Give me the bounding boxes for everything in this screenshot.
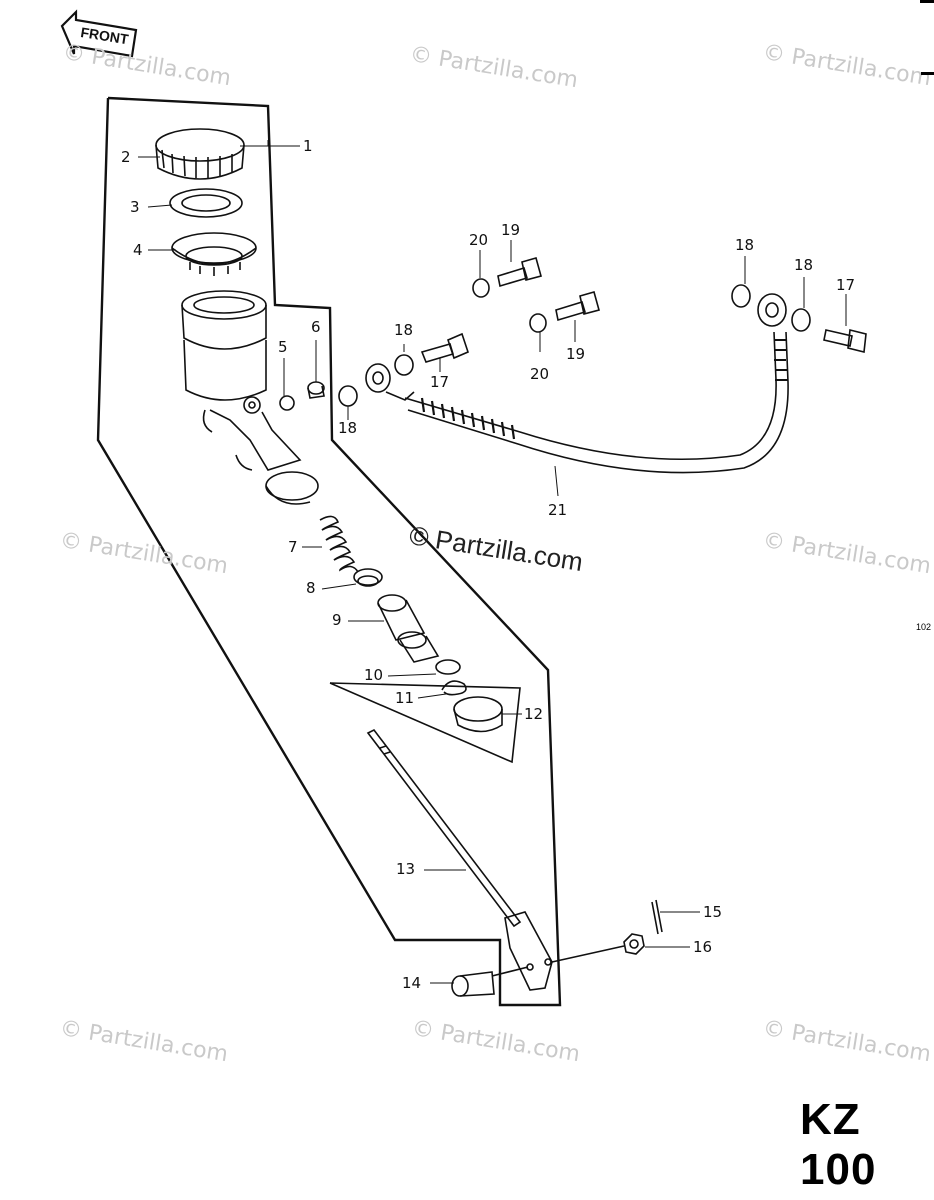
bolt-17-left — [420, 332, 469, 363]
callout-17-right: 17 — [836, 276, 856, 294]
edge-mark-second — [921, 72, 934, 75]
cylinder-body — [181, 290, 319, 505]
ring-10 — [435, 659, 461, 675]
callout-20-top: 20 — [469, 231, 489, 249]
callout-12: 12 — [524, 705, 544, 723]
washer-20-top — [472, 278, 490, 298]
callout-19-mid: 19 — [566, 345, 586, 363]
hose-21 — [404, 331, 789, 474]
bolt-19-mid — [555, 291, 600, 322]
callout-6: 6 — [311, 318, 321, 336]
side-code: 102 — [916, 622, 932, 632]
callout-1: 1 — [303, 137, 313, 155]
diaphragm-part — [171, 232, 257, 276]
pushrod-13 — [366, 728, 522, 928]
callout-5: 5 — [278, 338, 288, 356]
callout-14: 14 — [402, 974, 422, 992]
model-label: KZ 100 — [800, 1095, 877, 1194]
callout-17-left: 17 — [430, 373, 450, 391]
callout-10: 10 — [364, 666, 384, 684]
callout-4: 4 — [133, 241, 143, 259]
cap-part — [155, 128, 245, 180]
piston-9 — [377, 594, 440, 663]
edge-mark-top — [920, 0, 934, 3]
hose-banjo-left — [365, 363, 415, 401]
callout-18-mid: 18 — [394, 321, 414, 339]
washer-18-mid — [394, 354, 414, 376]
washer-20-mid — [529, 313, 547, 333]
hose-banjo-right — [757, 293, 787, 327]
callout-11: 11 — [395, 689, 415, 707]
washer-18-left — [338, 385, 358, 407]
spring-part — [319, 515, 359, 573]
callout-3: 3 — [130, 198, 140, 216]
callout-16: 16 — [693, 938, 713, 956]
plate-part — [169, 188, 243, 218]
cotter-15 — [651, 899, 663, 935]
callout-13: 13 — [396, 860, 416, 878]
callout-2: 2 — [121, 148, 131, 166]
bolt-17-right — [823, 329, 867, 353]
fitting-6 — [307, 381, 325, 399]
washer-5 — [279, 395, 295, 411]
callout-18-right-b: 18 — [794, 256, 814, 274]
pin-14 — [451, 971, 495, 997]
callout-19-top: 19 — [501, 221, 521, 239]
washer-18-right-a — [731, 284, 751, 308]
cup-8 — [353, 568, 383, 587]
callout-18-left: 18 — [338, 419, 358, 437]
callout-9: 9 — [332, 611, 342, 629]
assembly-outline — [96, 96, 562, 1007]
boot-12 — [453, 696, 503, 733]
washer-18-right-b — [791, 308, 811, 332]
callout-18-right-a: 18 — [735, 236, 755, 254]
callout-20-mid: 20 — [530, 365, 550, 383]
callout-8: 8 — [306, 579, 316, 597]
callout-7: 7 — [288, 538, 298, 556]
nut-16 — [623, 933, 645, 955]
callout-15: 15 — [703, 903, 723, 921]
inset-triangle — [329, 682, 521, 764]
circlip-11 — [441, 680, 467, 696]
front-arrow-icon — [60, 9, 138, 58]
callout-21: 21 — [548, 501, 568, 519]
bolt-19-top — [497, 257, 542, 288]
